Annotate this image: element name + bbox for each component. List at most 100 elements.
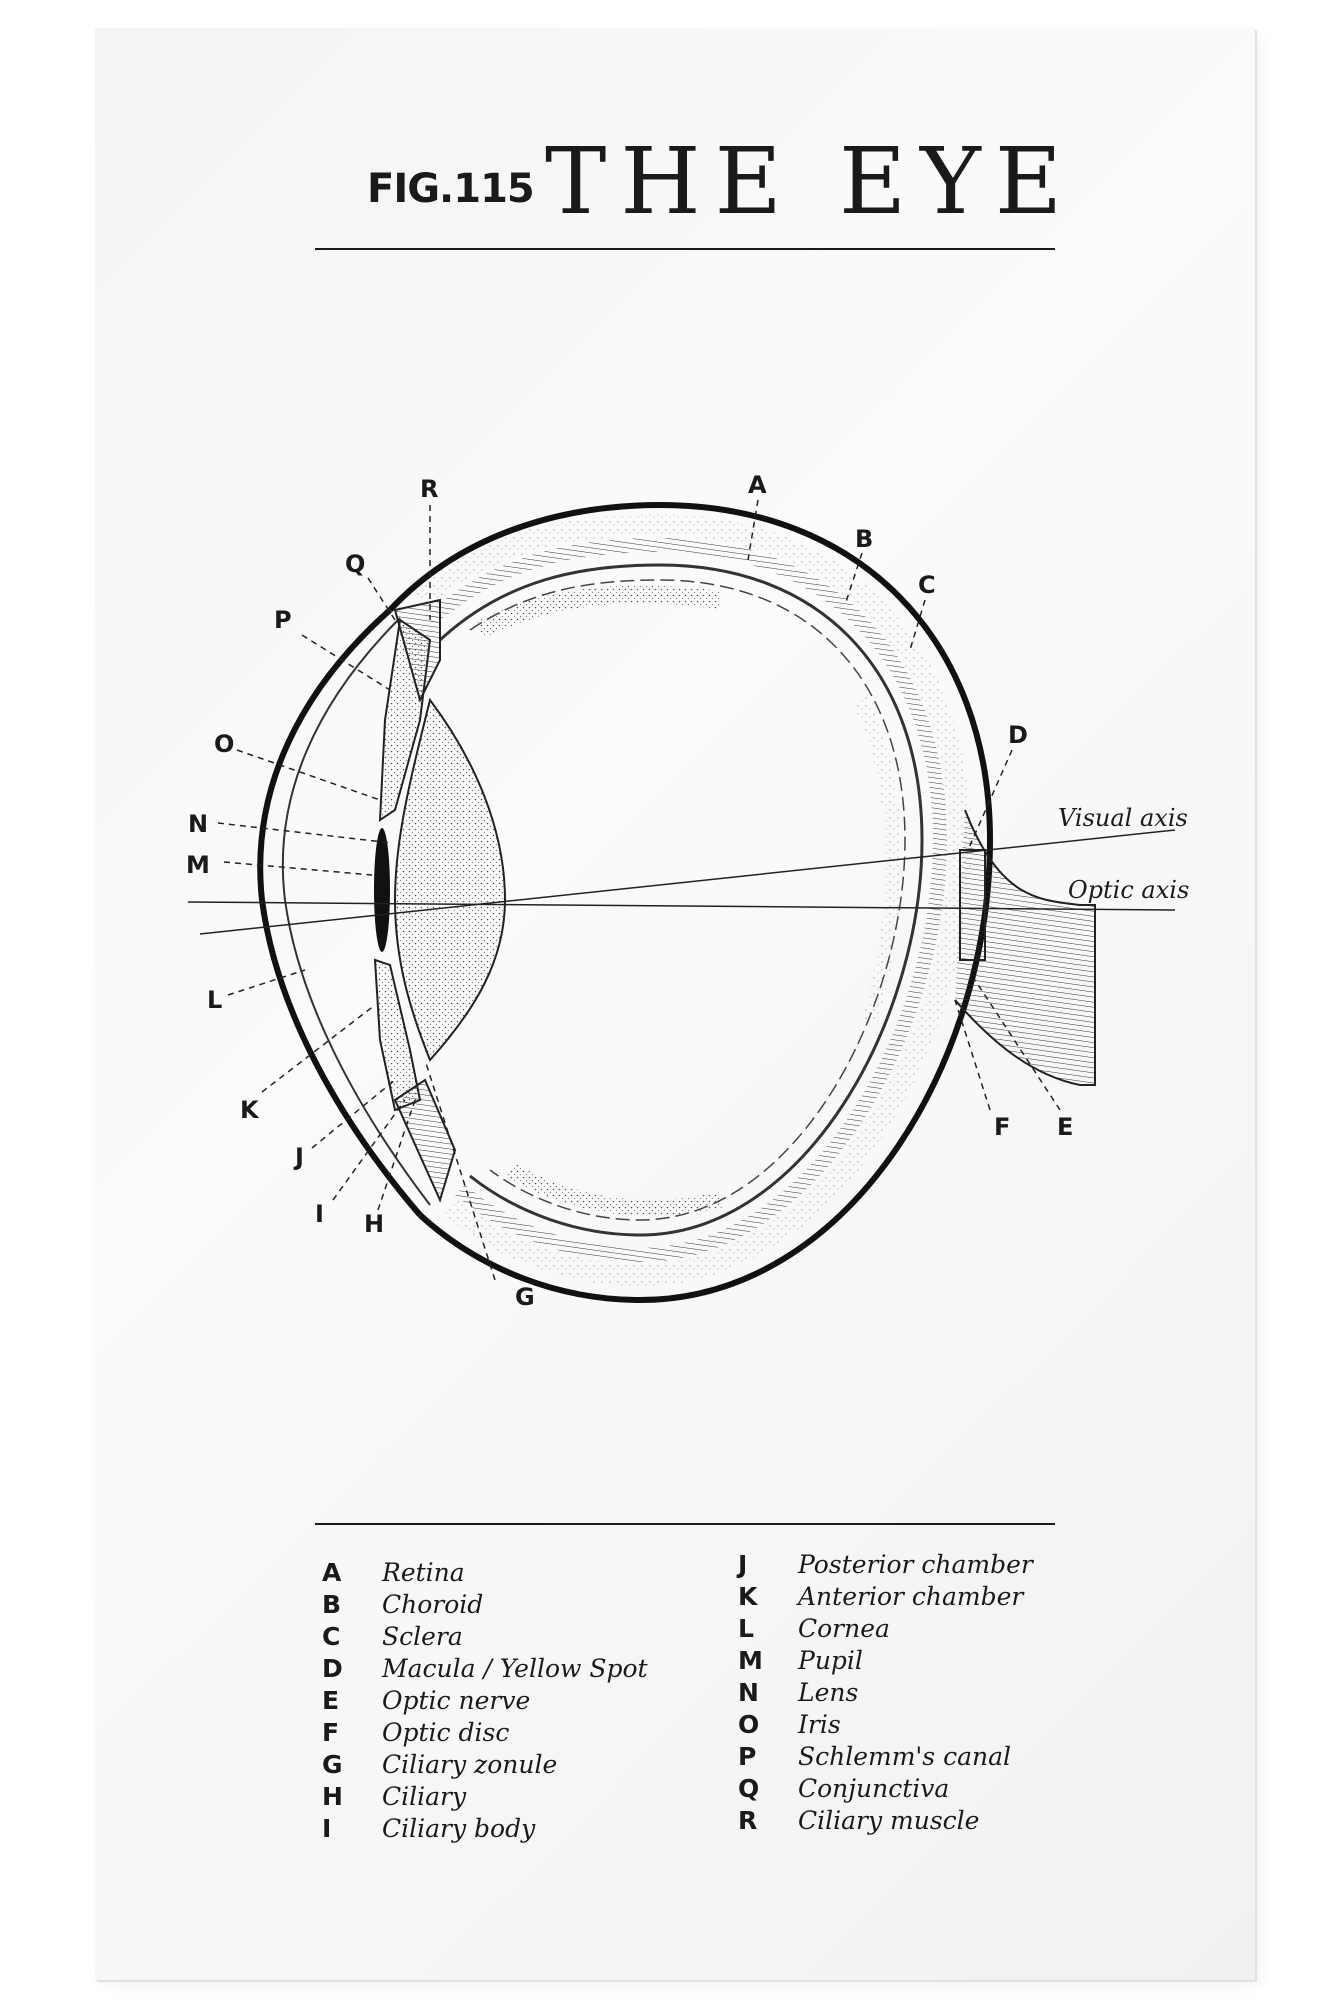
- legend-text: Ciliary muscle: [798, 1805, 980, 1835]
- figure-number: FIG.115: [367, 166, 535, 212]
- label-k: K: [240, 1096, 260, 1124]
- pupil: [374, 828, 390, 952]
- legend-right-column: J Posterior chamber K Anterior chamber L Co…: [738, 1548, 1033, 1836]
- leader-c: [909, 599, 926, 651]
- legend-text: Posterior chamber: [798, 1549, 1033, 1579]
- legend-text: Optic nerve: [382, 1685, 531, 1715]
- leader-lines: [217, 499, 1061, 1281]
- title-divider: [315, 248, 1055, 250]
- legend-item: K Anterior chamber: [738, 1580, 1033, 1612]
- sclera-band: [412, 513, 972, 1287]
- legend-key: J: [738, 1549, 748, 1579]
- legend-text: Sclera: [382, 1621, 463, 1651]
- poster-title: THE EYE: [545, 128, 1077, 235]
- legend-text: Optic disc: [382, 1717, 510, 1747]
- visual-axis-label: Visual axis: [1058, 804, 1188, 832]
- lens: [393, 697, 507, 1062]
- legend-key: G: [322, 1749, 343, 1779]
- label-q: Q: [345, 550, 365, 578]
- leader-m: [223, 861, 373, 876]
- legend-text: Retina: [382, 1557, 465, 1587]
- vitreous-stipple-bottom: [506, 1163, 722, 1216]
- legend-item: J Posterior chamber: [738, 1548, 1033, 1580]
- legend-text: Pupil: [798, 1645, 863, 1675]
- legend-key: L: [738, 1613, 754, 1643]
- legend-item: G Ciliary zonule: [322, 1748, 648, 1780]
- legend-item: E Optic nerve: [322, 1684, 648, 1716]
- visual-axis-line: [199, 829, 1176, 935]
- legend-item: O Iris: [738, 1708, 1033, 1740]
- legend-key: D: [322, 1653, 343, 1683]
- label-h: H: [364, 1210, 384, 1238]
- legend-key: H: [322, 1781, 343, 1811]
- legend-key: O: [738, 1709, 760, 1739]
- leader-j: [311, 1079, 396, 1149]
- legend-key: F: [322, 1717, 340, 1747]
- legend-key: P: [738, 1741, 757, 1771]
- leader-f: [954, 999, 991, 1111]
- legend-key: R: [738, 1805, 758, 1835]
- leader-i: [332, 1099, 406, 1201]
- legend-text: Macula / Yellow Spot: [382, 1653, 648, 1683]
- leader-o: [236, 749, 381, 801]
- optic-axis-line: [187, 901, 1176, 911]
- legend-text: Ciliary zonule: [382, 1749, 558, 1779]
- label-c: C: [918, 571, 936, 599]
- label-e: E: [1057, 1113, 1073, 1141]
- legend-text: Ciliary: [382, 1781, 467, 1811]
- legend-item: L Cornea: [738, 1612, 1033, 1644]
- label-d: D: [1008, 721, 1028, 749]
- sclera-outer: [387, 501, 994, 1304]
- optic-nerve-core: [959, 849, 986, 961]
- legend-key: E: [322, 1685, 340, 1715]
- choroid-layer: [425, 537, 948, 1263]
- leader-e: [974, 979, 1061, 1111]
- legend-item: P Schlemm's canal: [738, 1740, 1033, 1772]
- label-m: M: [186, 851, 210, 879]
- label-r: R: [420, 475, 438, 503]
- legend-item: Q Conjunctiva: [738, 1772, 1033, 1804]
- retina-inner-line: [469, 579, 906, 1221]
- legend-key: N: [738, 1677, 759, 1707]
- legend-item: D Macula / Yellow Spot: [322, 1652, 648, 1684]
- legend-divider: [315, 1523, 1055, 1525]
- ciliary-body-upper: [393, 598, 441, 703]
- leader-q: [367, 577, 396, 621]
- legend-text: Schlemm's canal: [798, 1741, 1011, 1771]
- label-b: B: [855, 525, 873, 553]
- legend-text: Cornea: [798, 1613, 890, 1643]
- legend-text: Lens: [798, 1677, 859, 1707]
- legend-item: F Optic disc: [322, 1716, 648, 1748]
- leader-d: [967, 749, 1013, 851]
- legend-item: I Ciliary body: [322, 1812, 648, 1844]
- legend-text: Choroid: [382, 1589, 484, 1619]
- legend-key: Q: [738, 1773, 760, 1803]
- legend-key: A: [322, 1557, 342, 1587]
- optic-nerve: [954, 809, 1096, 1086]
- label-j: J: [293, 1143, 304, 1171]
- label-l: L: [207, 986, 222, 1014]
- label-n: N: [188, 810, 208, 838]
- legend-text: Ciliary body: [382, 1813, 536, 1843]
- legend-item: A Retina: [322, 1556, 648, 1588]
- legend-key: I: [322, 1813, 332, 1843]
- label-o: O: [214, 730, 234, 758]
- leader-b: [844, 552, 863, 606]
- legend-text: Anterior chamber: [798, 1581, 1024, 1611]
- vitreous-stipple-back: [852, 696, 902, 1023]
- leader-l: [227, 969, 306, 996]
- label-a: A: [748, 471, 767, 499]
- legend-item: H Ciliary: [322, 1780, 648, 1812]
- cornea-outer: [257, 607, 423, 1217]
- legend-key: K: [738, 1581, 758, 1611]
- leader-h: [377, 1099, 416, 1211]
- leader-g: [424, 1059, 496, 1281]
- optic-axis-label: Optic axis: [1068, 876, 1189, 904]
- label-f: F: [994, 1113, 1010, 1141]
- legend-text: Iris: [798, 1709, 841, 1739]
- legend-text: Conjunctiva: [798, 1773, 950, 1803]
